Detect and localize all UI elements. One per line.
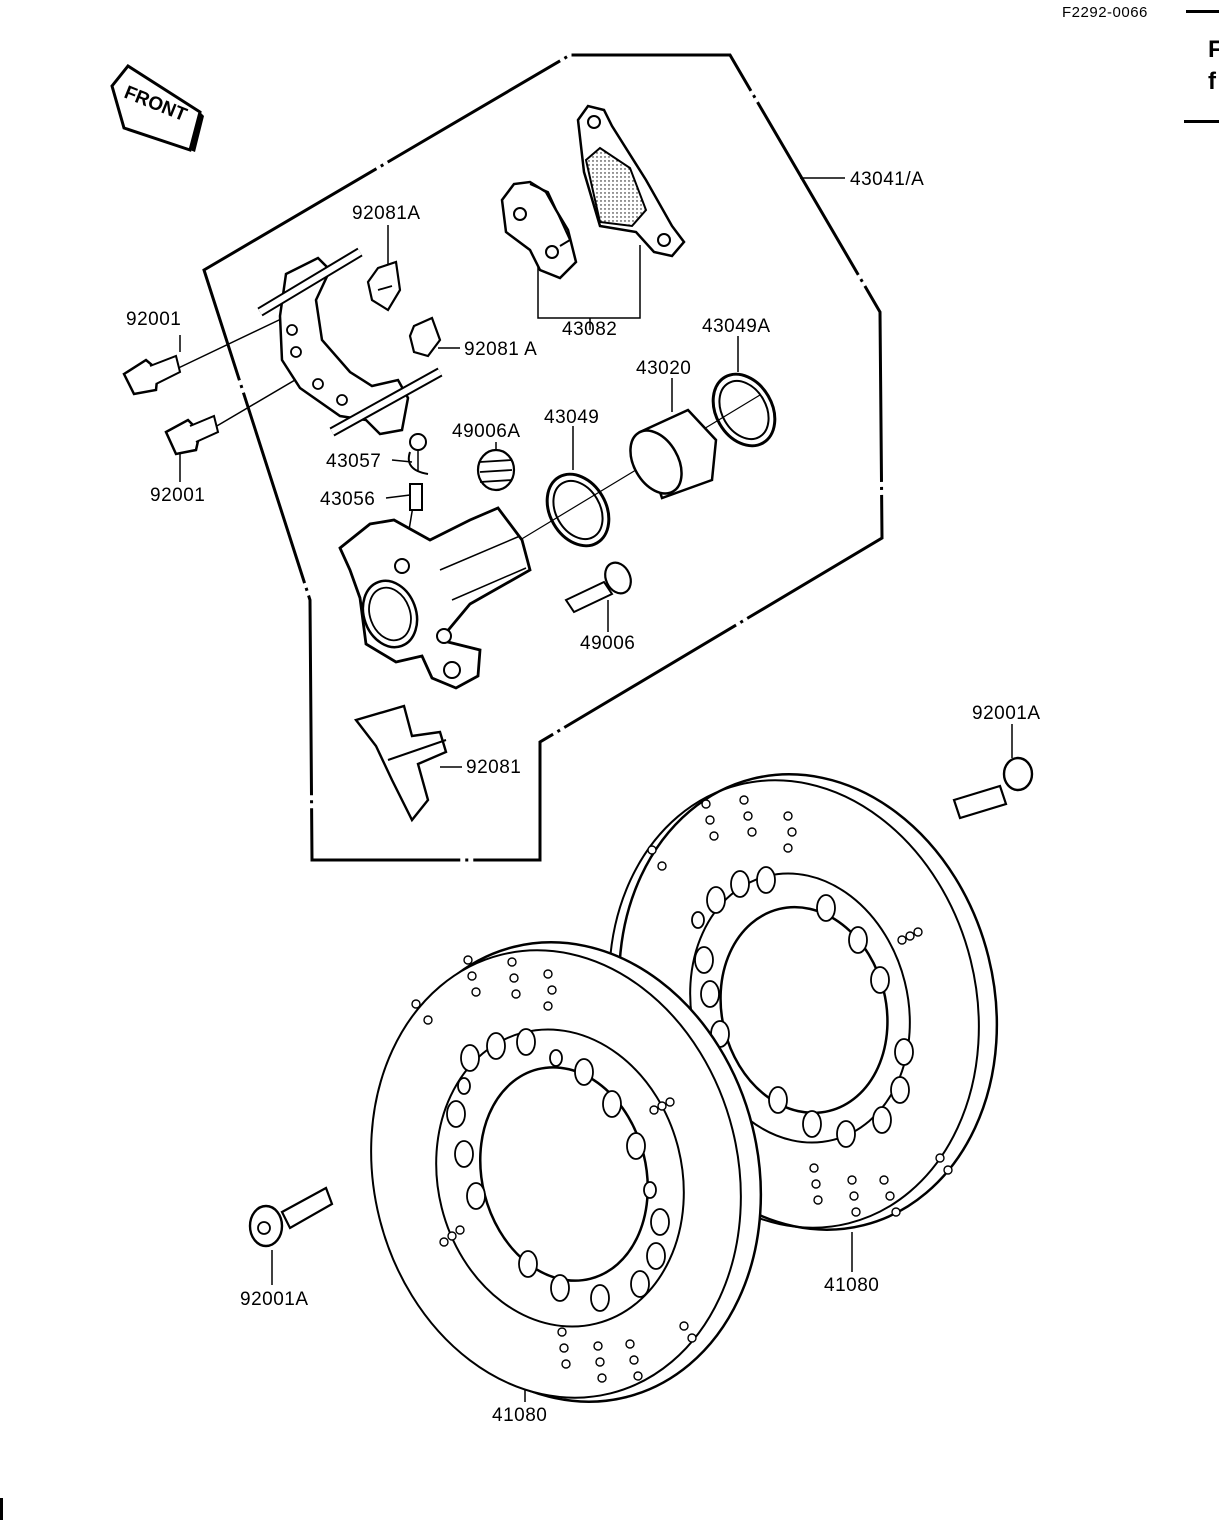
label-43056: 43056: [320, 489, 376, 510]
edge-glyph-1: F: [1208, 36, 1219, 63]
edge-rule-top: [1186, 10, 1219, 13]
leader-lines: [169, 177, 1013, 1402]
bleed-valve: [409, 483, 423, 511]
label-43020: 43020: [636, 358, 692, 379]
label-92001a-right: 92001A: [972, 703, 1041, 724]
bracket-bolt-bottom: [164, 414, 220, 456]
caliper-pin-bolt: [564, 561, 632, 614]
piston: [629, 408, 718, 500]
disc-right-vents: [647, 795, 953, 1217]
label-43082: 43082: [562, 319, 618, 340]
label-92001-top: 92001: [126, 309, 182, 330]
pad-spring-clip-top: [366, 260, 402, 312]
caliper-assembly-boundary: [202, 53, 884, 862]
label-41080-right: 41080: [824, 1275, 880, 1296]
label-41080-left: 41080: [492, 1405, 548, 1426]
label-92001a-left: 92001A: [240, 1289, 309, 1310]
label-43049a: 43049A: [702, 316, 771, 337]
disc-left-holes: [446, 1028, 670, 1312]
anti-rattle-spring: [353, 704, 448, 823]
pad-spring-clip-mid: [408, 316, 442, 358]
disc-bolt-left: [248, 1186, 334, 1248]
label-92081a-mid: 92081 A: [464, 339, 538, 360]
label-49006: 49006: [580, 633, 636, 654]
disc-left-vents: [411, 955, 697, 1383]
piston-seal: [545, 472, 611, 548]
caliper-body: [338, 506, 532, 690]
figure-code: F2292-0066: [1062, 4, 1148, 21]
label-92081a-top: 92081A: [352, 203, 421, 224]
label-92081: 92081: [466, 757, 522, 778]
disc-right-holes: [691, 866, 914, 1148]
label-43049: 43049: [544, 407, 600, 428]
edge-rule-bottom: [1184, 120, 1219, 123]
dust-seal: [711, 372, 777, 448]
brake-pads: [500, 104, 686, 280]
caliper-bracket: [257, 247, 443, 437]
label-49006a: 49006A: [452, 421, 521, 442]
edge-glyph-2: f: [1208, 68, 1216, 95]
disc-bolt-right: [952, 756, 1034, 820]
label-92001-bottom: 92001: [150, 485, 206, 506]
brake-disc-left: [370, 941, 763, 1403]
front-arrow-icon: FRONT: [110, 64, 204, 152]
dust-boot: [476, 448, 516, 492]
bleeder-cap: [407, 433, 429, 475]
bracket-bolt-top: [122, 354, 182, 396]
edge-mark-left: [0, 1498, 3, 1520]
label-43057: 43057: [326, 451, 382, 472]
label-43041a: 43041/A: [850, 169, 925, 190]
